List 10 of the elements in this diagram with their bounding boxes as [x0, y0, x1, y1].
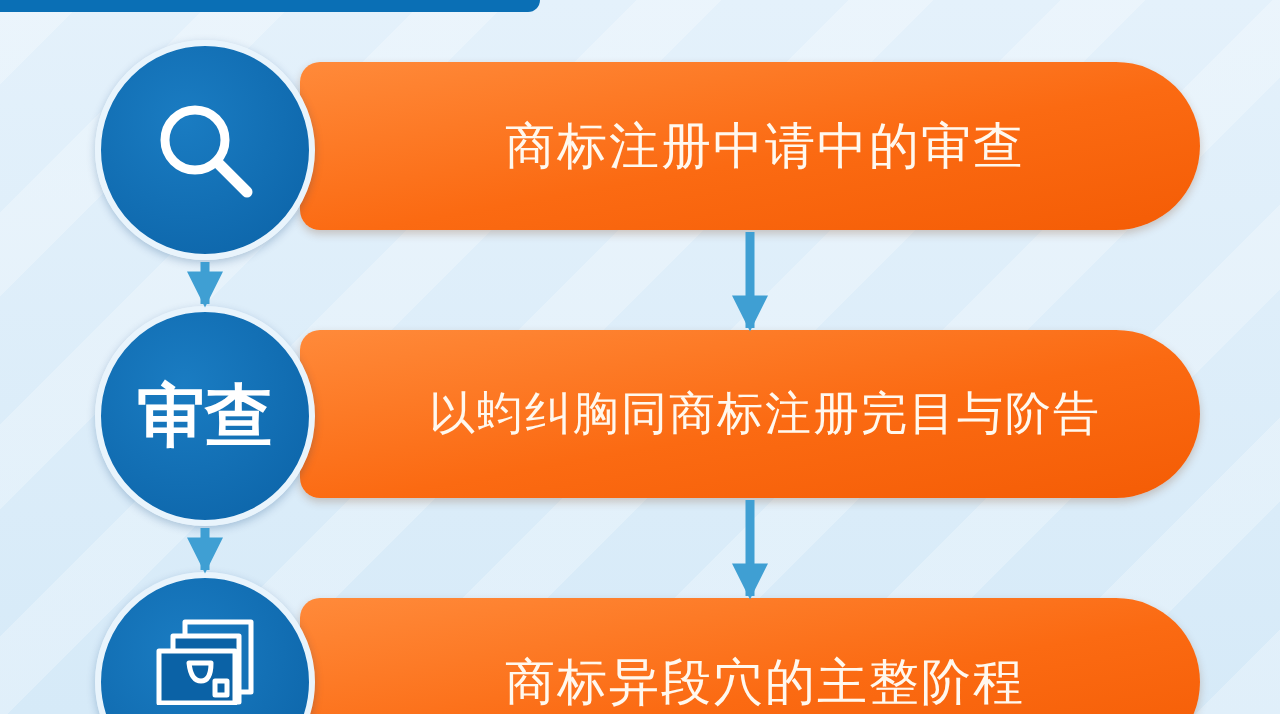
step-banner: [300, 62, 1200, 230]
down-arrow: [732, 232, 768, 332]
down-arrow: [187, 528, 223, 574]
step-text: 商标注册中请中的审查: [505, 115, 1025, 177]
circle-label: 审查: [137, 374, 273, 457]
step-text: 商标异段穴的主整阶程: [505, 651, 1025, 713]
step-text: 以蚐纠胸同商标注册完目与阶告: [429, 385, 1101, 442]
step-banner: [300, 330, 1200, 498]
down-arrow: [732, 500, 768, 600]
down-arrow: [187, 262, 223, 308]
